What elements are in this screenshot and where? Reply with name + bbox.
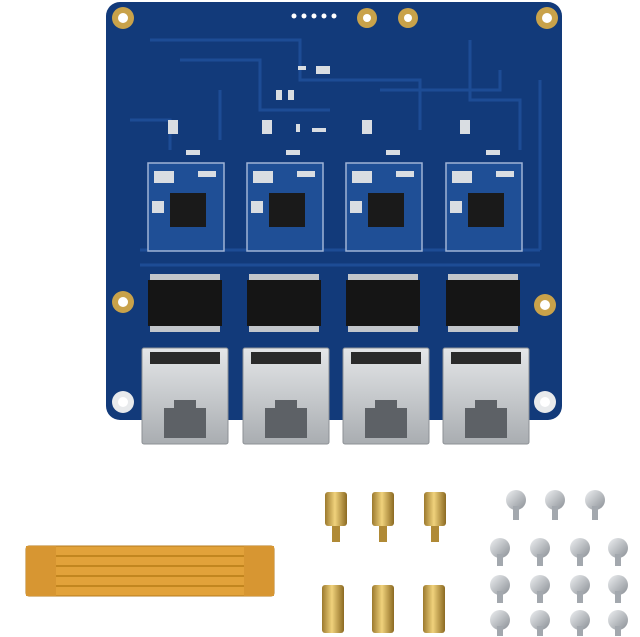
rj45-ports [141, 347, 530, 445]
ethernet-hat-board [106, 2, 562, 445]
flex-cable [25, 545, 275, 597]
screw [506, 490, 526, 520]
screws [490, 490, 628, 636]
magnetics-chips [148, 274, 520, 332]
brass-standoff [423, 585, 445, 633]
header-pins [291, 13, 337, 19]
smd-components [168, 66, 500, 155]
brass-standoff [372, 492, 394, 542]
rj45-port [141, 347, 229, 445]
brass-standoff [325, 492, 347, 542]
screw [530, 538, 550, 566]
screw [545, 490, 565, 520]
brass-standoffs [322, 492, 446, 633]
screw [570, 538, 590, 566]
screw [490, 610, 510, 636]
screw [585, 490, 605, 520]
phy-modules [147, 162, 523, 252]
screw [608, 610, 628, 636]
screw [490, 575, 510, 603]
mounting-holes [112, 7, 558, 413]
screw [490, 538, 510, 566]
screw [608, 575, 628, 603]
screw [608, 538, 628, 566]
rj45-port [342, 347, 430, 445]
screw [530, 610, 550, 636]
screw [570, 575, 590, 603]
rj45-port [442, 347, 530, 445]
brass-standoff [322, 585, 344, 633]
screw [570, 610, 590, 636]
rj45-port [242, 347, 330, 445]
screw [530, 575, 550, 603]
brass-standoff [424, 492, 446, 542]
brass-standoff [372, 585, 394, 633]
